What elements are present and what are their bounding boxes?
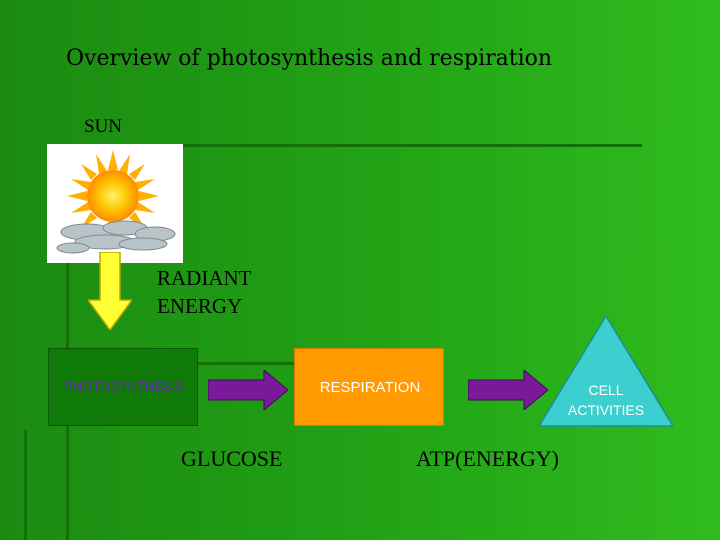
right-arrow-icon-1 (208, 370, 288, 410)
sun-with-clouds-icon (56, 150, 176, 254)
respiration-label: RESPIRATION (319, 379, 421, 396)
decorative-line-left-2 (24, 430, 27, 540)
atp-energy-label: ATP(ENERGY) (416, 446, 559, 471)
slide-title: Overview of photosynthesis and respirati… (66, 46, 553, 71)
decorative-line-middle (190, 362, 298, 365)
decorative-line-top (170, 144, 642, 147)
down-arrow-icon (88, 252, 132, 330)
respiration-box: RESPIRATION (294, 348, 444, 426)
radiant-energy-line-1: RADIANT (157, 266, 252, 290)
cell-activities-label: CELL ACTIVITIES (554, 380, 658, 420)
cell-activities-line-1: CELL (588, 382, 624, 398)
sun-label: SUN (84, 116, 123, 137)
cell-activities-triangle (539, 316, 673, 427)
photosynthesis-box: PHOTOSYNTHESIS (48, 348, 198, 426)
photosynthesis-label: PHOTOSYNTHESIS (64, 379, 184, 394)
radiant-energy-label: RADIANT ENERGY (157, 264, 297, 320)
radiant-energy-line-2: ENERGY (157, 294, 243, 318)
right-arrow-icon-2 (468, 370, 548, 410)
glucose-label: GLUCOSE (181, 446, 283, 471)
cell-activities-line-2: ACTIVITIES (567, 402, 645, 418)
sun-image (47, 144, 183, 263)
